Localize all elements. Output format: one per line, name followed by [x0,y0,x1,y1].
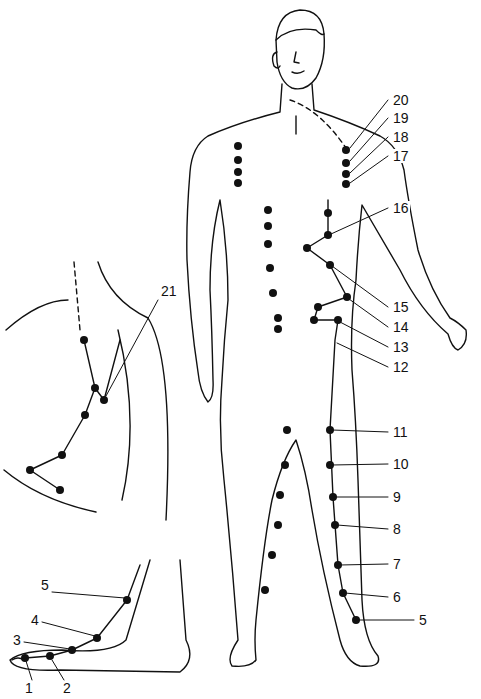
spine-dashed [74,262,80,330]
callout-number: 12 [392,360,410,374]
callout-number: 6 [392,590,402,604]
back-outline [4,262,168,520]
callout-number: 10 [392,457,410,471]
callout-number: 20 [392,93,410,107]
callout-number: 8 [392,522,402,536]
callout-number: 14 [392,320,410,334]
callout-number: 4 [30,613,40,627]
callout-number: 19 [392,111,410,125]
leader-lines [24,100,414,680]
meridian-dashed [290,100,346,148]
callout-number: 11 [392,425,409,439]
callout-number: 3 [12,633,22,647]
foot-meridian [25,565,140,658]
ear [273,52,280,68]
callout-number: 17 [392,149,410,163]
head-outline [276,10,324,89]
callout-number: 21 [160,284,178,298]
callout-number: 1 [24,681,34,695]
callout-number: 5 [40,578,50,592]
face [292,52,304,73]
meridian-line [307,200,356,620]
callout-number: 15 [392,300,410,314]
callout-number: 16 [392,201,410,215]
callout-number: 2 [62,681,72,695]
callout-number: 9 [392,490,402,504]
callout-number: 7 [392,557,402,571]
chest-line [295,116,296,134]
foot-outline [10,560,190,672]
hair-line [276,29,324,40]
callout-number: 5 [418,613,428,627]
callout-number: 18 [392,130,410,144]
back-meridian [30,340,120,490]
callout-number: 13 [392,340,410,354]
acupoint-dots [21,142,360,662]
body-outline [187,84,467,666]
